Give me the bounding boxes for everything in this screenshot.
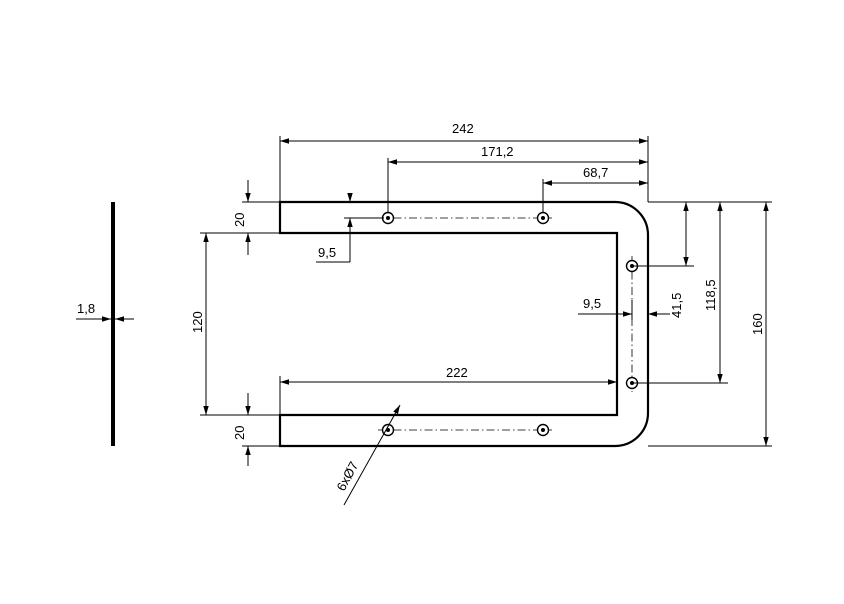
center-lines — [378, 217, 633, 431]
right-dimensions: 41,5 118,5 160 — [632, 201, 772, 447]
dim-thickness: 1,8 — [77, 301, 95, 316]
dim-hole-edge-top: 9,5 — [318, 245, 336, 260]
dim-hole-offset: 68,7 — [583, 165, 608, 180]
dim-total-height: 160 — [750, 313, 765, 335]
side-view: 1,8 — [76, 202, 134, 446]
u-bracket-outline — [278, 200, 650, 448]
dim-inner-gap: 120 — [190, 311, 205, 333]
top-dimensions: 242 171,2 68,7 — [279, 121, 649, 212]
hole-callout: 6xØ7 — [333, 404, 401, 506]
hole-edge-dimension-top: 9,5 — [316, 193, 384, 263]
left-dimensions: 20 120 20 — [190, 180, 280, 466]
dim-flange-top: 20 — [232, 213, 247, 227]
dim-end-hole-1: 41,5 — [669, 293, 684, 318]
inner-length-dimension: 222 — [279, 365, 617, 415]
dim-end-hole-2: 118,5 — [703, 279, 718, 311]
mounting-holes — [381, 211, 639, 437]
hole-edge-dimension-right: 9,5 — [578, 296, 670, 320]
dim-hole-edge-right: 9,5 — [583, 296, 601, 311]
dim-hole-span: 171,2 — [481, 144, 514, 159]
dim-inner-length: 222 — [446, 365, 468, 380]
dim-flange-bottom: 20 — [232, 426, 247, 440]
dim-total-length: 242 — [452, 121, 474, 136]
dim-hole-callout: 6xØ7 — [333, 459, 361, 493]
